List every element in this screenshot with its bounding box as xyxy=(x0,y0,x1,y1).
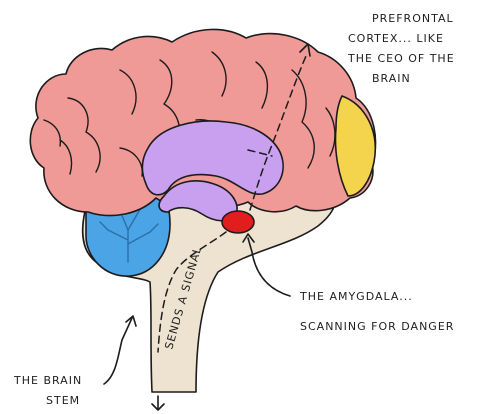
brainstem-pointer-arrow xyxy=(104,318,132,384)
prefrontal-label-line2: CORTEX... LIKE xyxy=(348,32,444,45)
brainstem-label-line1: THE BRAIN xyxy=(13,374,82,387)
brainstem-label-line2: STEM xyxy=(46,394,80,407)
amygdala-label-line2: SCANNING FOR DANGER xyxy=(300,320,454,333)
prefrontal-label-line4: BRAIN xyxy=(372,72,411,85)
prefrontal-label-line3: THE CEO OF THE xyxy=(347,52,455,65)
prefrontal-label-line1: PREFRONTAL xyxy=(372,12,454,25)
amygdala xyxy=(222,211,254,233)
signal-arrow-down-icon xyxy=(152,396,164,410)
amygdala-label-line1: THE AMYGDALA... xyxy=(299,290,413,303)
